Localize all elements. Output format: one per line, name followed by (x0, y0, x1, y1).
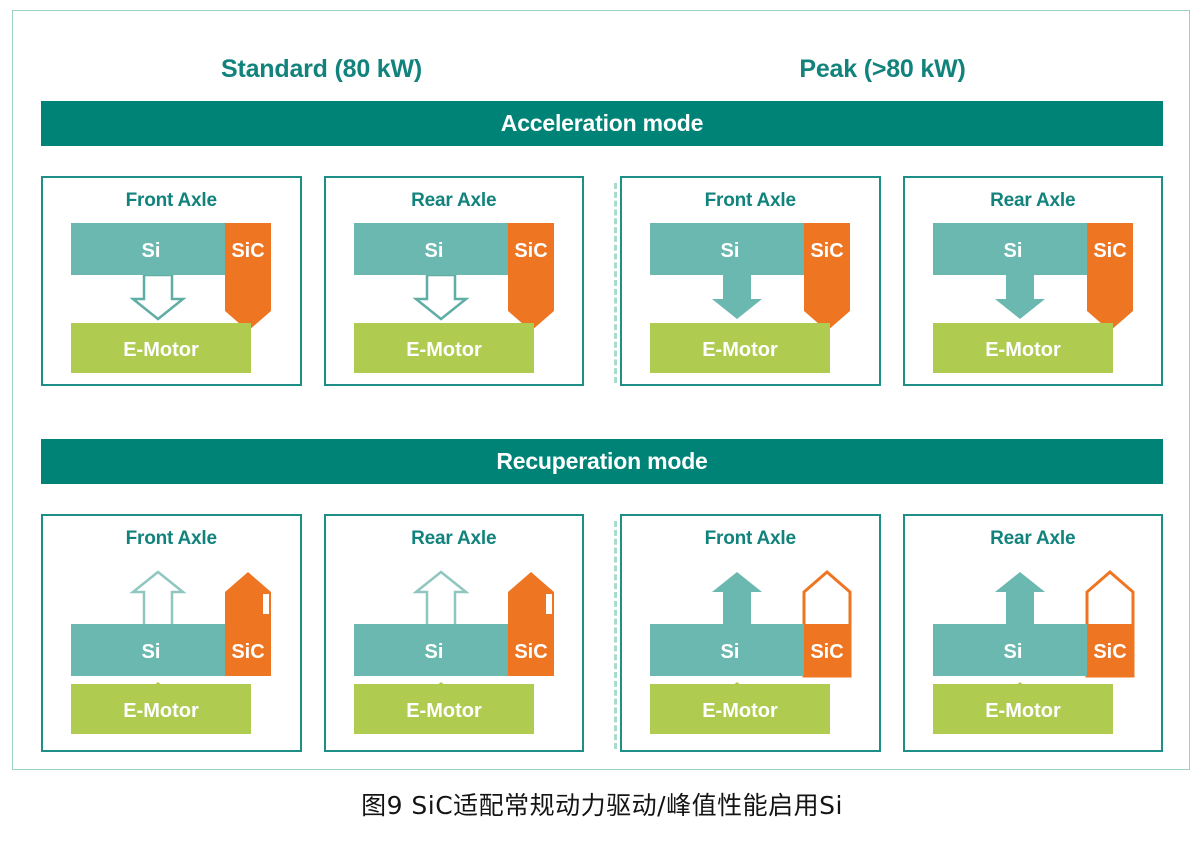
svg-text:E-Motor: E-Motor (406, 339, 482, 361)
svg-text:SiC: SiC (232, 240, 265, 262)
svg-text:SiC: SiC (514, 240, 547, 262)
svg-text:SiC: SiC (514, 641, 547, 663)
axle-card-recuperation-peak-rear[interactable]: Rear Axle Si SiC E-Motor (902, 514, 1163, 752)
axle-card-acceleration-standard-rear[interactable]: Rear Axle Si SiC E-Motor (323, 176, 584, 386)
svg-text:Si: Si (1003, 240, 1022, 262)
svg-text:Si: Si (142, 240, 161, 262)
axle-card-acceleration-standard-front[interactable]: Front Axle Si SiC E-Motor (41, 176, 302, 386)
axle-card-recuperation-peak-front[interactable]: Front Axle Si SiC E-Motor (620, 514, 881, 752)
figure-caption: 图9 SiC适配常规动力驱动/峰值性能启用Si (361, 791, 843, 820)
axle-diagram: Si SiC E-Motor (43, 550, 300, 750)
svg-text:SiC: SiC (1093, 641, 1126, 663)
axle-card-recuperation-standard-front[interactable]: Front Axle Si SiC E-Motor (41, 514, 302, 752)
svg-text:Si: Si (424, 641, 443, 663)
axle-title: Rear Axle (990, 190, 1076, 211)
panel-group-acceleration-standard: Front Axle Si SiC E-Motor Rear Axle Si SiC E… (41, 176, 602, 386)
column-divider-acceleration (614, 183, 617, 383)
axle-card-acceleration-peak-front[interactable]: Front Axle Si SiC E-Motor (620, 176, 881, 386)
panel-row-recuperation: Front Axle Si SiC E-Motor Rear Axle Si SiC E… (41, 514, 1163, 752)
panel-group-acceleration-peak: Front Axle Si SiC E-Motor Rear Axle Si SiC E… (602, 176, 1163, 386)
panel-row-acceleration: Front Axle Si SiC E-Motor Rear Axle Si SiC E… (41, 176, 1163, 386)
axle-title: Front Axle (704, 528, 796, 549)
svg-text:Si: Si (424, 240, 443, 262)
axle-title: Front Axle (704, 190, 796, 211)
axle-title: Front Axle (125, 528, 217, 549)
axle-card-recuperation-standard-rear[interactable]: Rear Axle Si SiC E-Motor (323, 514, 584, 752)
svg-text:SiC: SiC (811, 240, 844, 262)
svg-text:E-Motor: E-Motor (406, 700, 482, 722)
axle-diagram: Si SiC E-Motor (622, 212, 879, 384)
svg-text:E-Motor: E-Motor (702, 700, 778, 722)
panel-group-recuperation-standard: Front Axle Si SiC E-Motor Rear Axle Si SiC E… (41, 514, 602, 752)
svg-text:E-Motor: E-Motor (123, 700, 199, 722)
svg-text:Si: Si (1003, 641, 1022, 663)
axle-title: Rear Axle (411, 190, 497, 211)
svg-text:SiC: SiC (811, 641, 844, 663)
axle-diagram: Si SiC E-Motor (905, 212, 1162, 384)
svg-text:E-Motor: E-Motor (702, 339, 778, 361)
column-headers: Standard (80 kW) Peak (>80 kW) (41, 43, 1163, 95)
axle-diagram: Si SiC E-Motor (905, 550, 1162, 750)
svg-text:Si: Si (721, 240, 740, 262)
svg-text:Si: Si (721, 641, 740, 663)
panel-group-recuperation-peak: Front Axle Si SiC E-Motor Rear Axle Si SiC E… (602, 514, 1163, 752)
svg-text:E-Motor: E-Motor (985, 700, 1061, 722)
axle-title: Rear Axle (411, 528, 497, 549)
axle-diagram: Si SiC E-Motor (326, 550, 583, 750)
column-divider-recuperation (614, 521, 617, 749)
svg-text:SiC: SiC (232, 641, 265, 663)
axle-title: Front Axle (125, 190, 217, 211)
axle-card-acceleration-peak-rear[interactable]: Rear Axle Si SiC E-Motor (902, 176, 1163, 386)
axle-diagram: Si SiC E-Motor (326, 212, 583, 384)
mode-bar-acceleration: Acceleration mode (41, 101, 1163, 146)
figure-frame: Standard (80 kW) Peak (>80 kW) Accelerat… (12, 10, 1190, 770)
column-header-peak: Peak (>80 kW) (799, 55, 966, 83)
column-header-standard: Standard (80 kW) (221, 55, 422, 83)
svg-text:SiC: SiC (1093, 240, 1126, 262)
mode-bar-recuperation: Recuperation mode (41, 439, 1163, 484)
svg-text:Si: Si (142, 641, 161, 663)
axle-title: Rear Axle (990, 528, 1076, 549)
axle-diagram: Si SiC E-Motor (43, 212, 300, 384)
svg-text:E-Motor: E-Motor (985, 339, 1061, 361)
svg-text:E-Motor: E-Motor (123, 339, 199, 361)
axle-diagram: Si SiC E-Motor (622, 550, 879, 750)
